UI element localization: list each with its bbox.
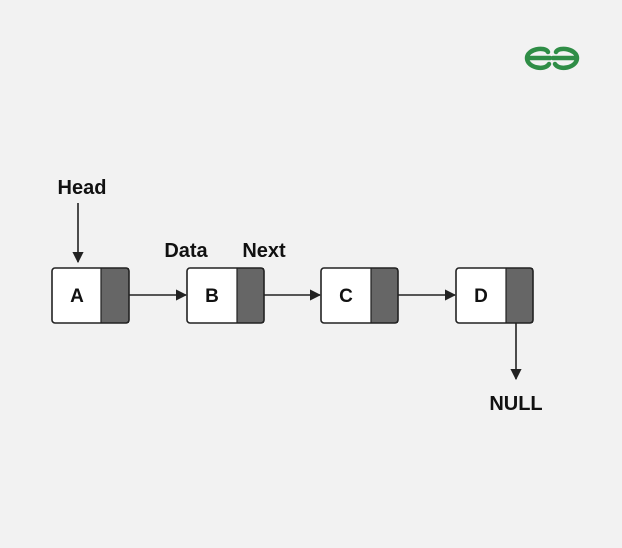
logo-left-g [524, 46, 553, 71]
gfg-logo [524, 46, 580, 71]
node-d-label: D [474, 286, 488, 307]
node-c-data-cell [321, 268, 372, 323]
next-label: Next [242, 240, 286, 262]
node-c-pointer-cell [371, 268, 398, 323]
node-d-data-cell [456, 268, 507, 323]
node-a-label: A [70, 286, 84, 307]
logo-right-g [550, 46, 580, 71]
node-b: B [186, 267, 265, 324]
node-a-data-cell [52, 268, 102, 323]
node-c: C [320, 267, 399, 324]
node-a: A [51, 267, 130, 324]
node-c-label: C [339, 286, 353, 307]
node-b-label: B [205, 286, 219, 307]
data-label: Data [164, 240, 208, 262]
head-label: Head [58, 177, 107, 199]
node-b-data-cell [187, 268, 238, 323]
node-d-border [455, 267, 534, 324]
node-b-pointer-cell [237, 268, 264, 323]
node-a-pointer-cell [101, 268, 129, 323]
node-d-pointer-cell [506, 268, 533, 323]
node-d: D [455, 267, 534, 324]
null-label: NULL [489, 393, 542, 415]
